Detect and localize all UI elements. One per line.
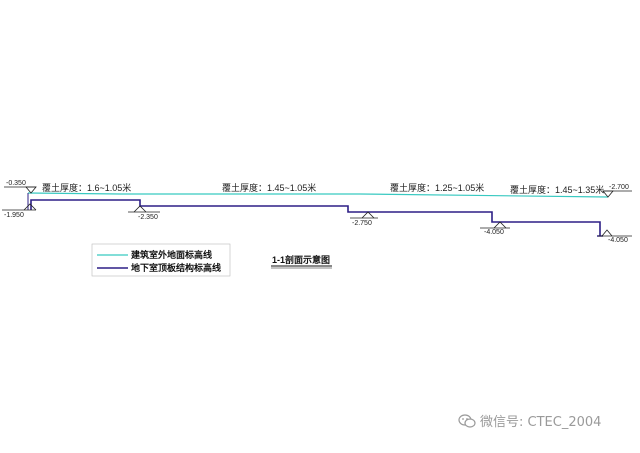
elevation-marker-4: -2.750 (350, 211, 378, 227)
watermark: 微信号: CTEC_2004 (458, 411, 601, 430)
elevation-marker-5: -4.050 (480, 221, 510, 236)
soil-cover-label-3: 覆土厚度：1.25~1.05米 (390, 182, 484, 193)
elevation-label-6: -2.700 (609, 184, 629, 191)
elevation-label-2: -1.950 (4, 212, 24, 219)
wechat-icon (458, 413, 476, 428)
soil-cover-label-2: 覆土厚度：1.45~1.05米 (222, 182, 316, 193)
legend: 建筑室外地面标高线 地下室顶板结构标高线 (91, 243, 231, 277)
soil-cover-label-4: 覆土厚度：1.45~1.35米 (510, 184, 604, 195)
elevation-label-3: -2.350 (138, 214, 158, 221)
elevation-marker-3: -2.350 (128, 205, 160, 221)
slab-elevation-line (30, 199, 601, 236)
elevation-label-4: -2.750 (352, 220, 372, 227)
elevation-marker-6: -2.700 (602, 184, 632, 198)
section-title: 1-1剖面示意图 (272, 254, 330, 265)
elevation-marker-1: -0.350 (4, 180, 37, 194)
elevation-marker-7: -4.050 (598, 229, 632, 244)
elevation-label-7: -4.050 (608, 237, 628, 244)
legend-ground-label: 建筑室外地面标高线 (131, 249, 212, 260)
legend-slab-label: 地下室顶板结构标高线 (131, 262, 221, 273)
elevation-label-1: -0.350 (6, 180, 26, 187)
elevation-marker-2: -1.950 (2, 203, 37, 219)
soil-cover-label-1: 覆土厚度：1.6~1.05米 (42, 182, 131, 193)
watermark-text: 微信号: CTEC_2004 (480, 415, 602, 430)
ground-elevation-line (27, 192, 609, 198)
elevation-label-5: -4.050 (484, 229, 504, 236)
